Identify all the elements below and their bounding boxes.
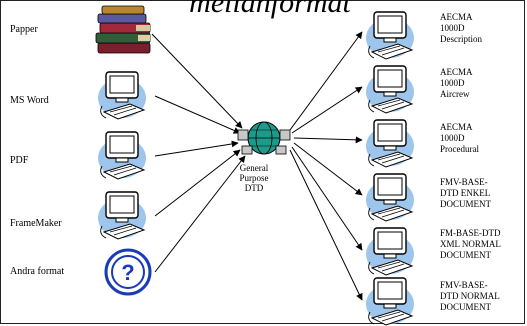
computer-icon: [365, 119, 415, 168]
output-label-xml-normal: FM-BASE-DTD XML NORMAL DOCUMENT: [440, 228, 501, 260]
hub-label: General Purpose DTD: [239, 163, 269, 193]
computer-icon: [365, 65, 415, 114]
arrow-framemaker: [154, 149, 241, 217]
output-label-normal: FMV-BASE- DTD NORMAL DOCUMENT: [440, 280, 500, 312]
arrow-andra: [154, 155, 246, 273]
output-label-enkel: FMV-BASE- DTD ENKEL DOCUMENT: [440, 177, 491, 209]
output-label-description: AECMA 1000D Description: [440, 12, 482, 44]
computer-icon: [365, 277, 415, 326]
source-label-andra-format: Andra format: [10, 266, 65, 277]
computer-icon: [97, 191, 147, 240]
source-arrows: [151, 33, 246, 273]
computer-icon: [97, 71, 147, 120]
output-label-procedural: AECMA 1000D Procedural: [440, 122, 479, 154]
svg-text:?: ?: [121, 260, 134, 285]
diagram-title: mellanformat: [189, 0, 351, 19]
arrow-out-description: [289, 31, 363, 131]
source-label-msword: MS Word: [10, 95, 49, 106]
arrow-out-normal: [289, 149, 363, 301]
output-label-aircrew: AECMA 1000D Aircrew: [440, 67, 473, 99]
arrow-out-xml-normal: [291, 146, 363, 251]
computer-icon: [365, 227, 415, 276]
computer-icon: [365, 11, 415, 60]
source-label-framemaker: FrameMaker: [10, 218, 62, 229]
arrow-out-procedural: [293, 136, 363, 144]
computer-icon: [365, 173, 415, 222]
output-arrows: [289, 31, 363, 301]
computer-icon: [97, 131, 147, 180]
arrow-out-enkel: [293, 142, 363, 196]
books-icon: [95, 5, 151, 54]
question-icon: ?: [102, 246, 154, 298]
arrow-pdf: [154, 140, 239, 157]
arrow-papper: [151, 33, 243, 129]
network-globe-icon: [237, 121, 291, 155]
source-label-pdf: PDF: [10, 155, 29, 166]
arrow-out-aircrew: [291, 86, 363, 134]
source-label-papper: Papper: [10, 24, 38, 35]
arrow-msword: [154, 95, 241, 134]
